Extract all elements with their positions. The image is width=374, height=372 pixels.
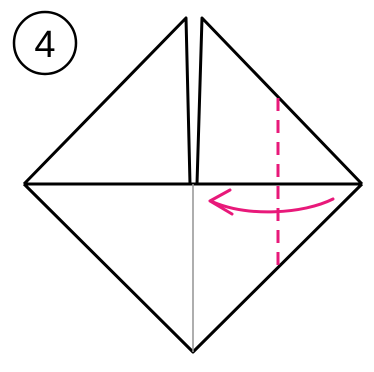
fold-arrow-curve xyxy=(213,199,333,212)
curved-arrow-left-icon xyxy=(210,190,333,214)
fold-arrow-head xyxy=(210,190,232,214)
step-number: 4 xyxy=(34,24,55,66)
step-badge: 4 xyxy=(14,12,76,74)
